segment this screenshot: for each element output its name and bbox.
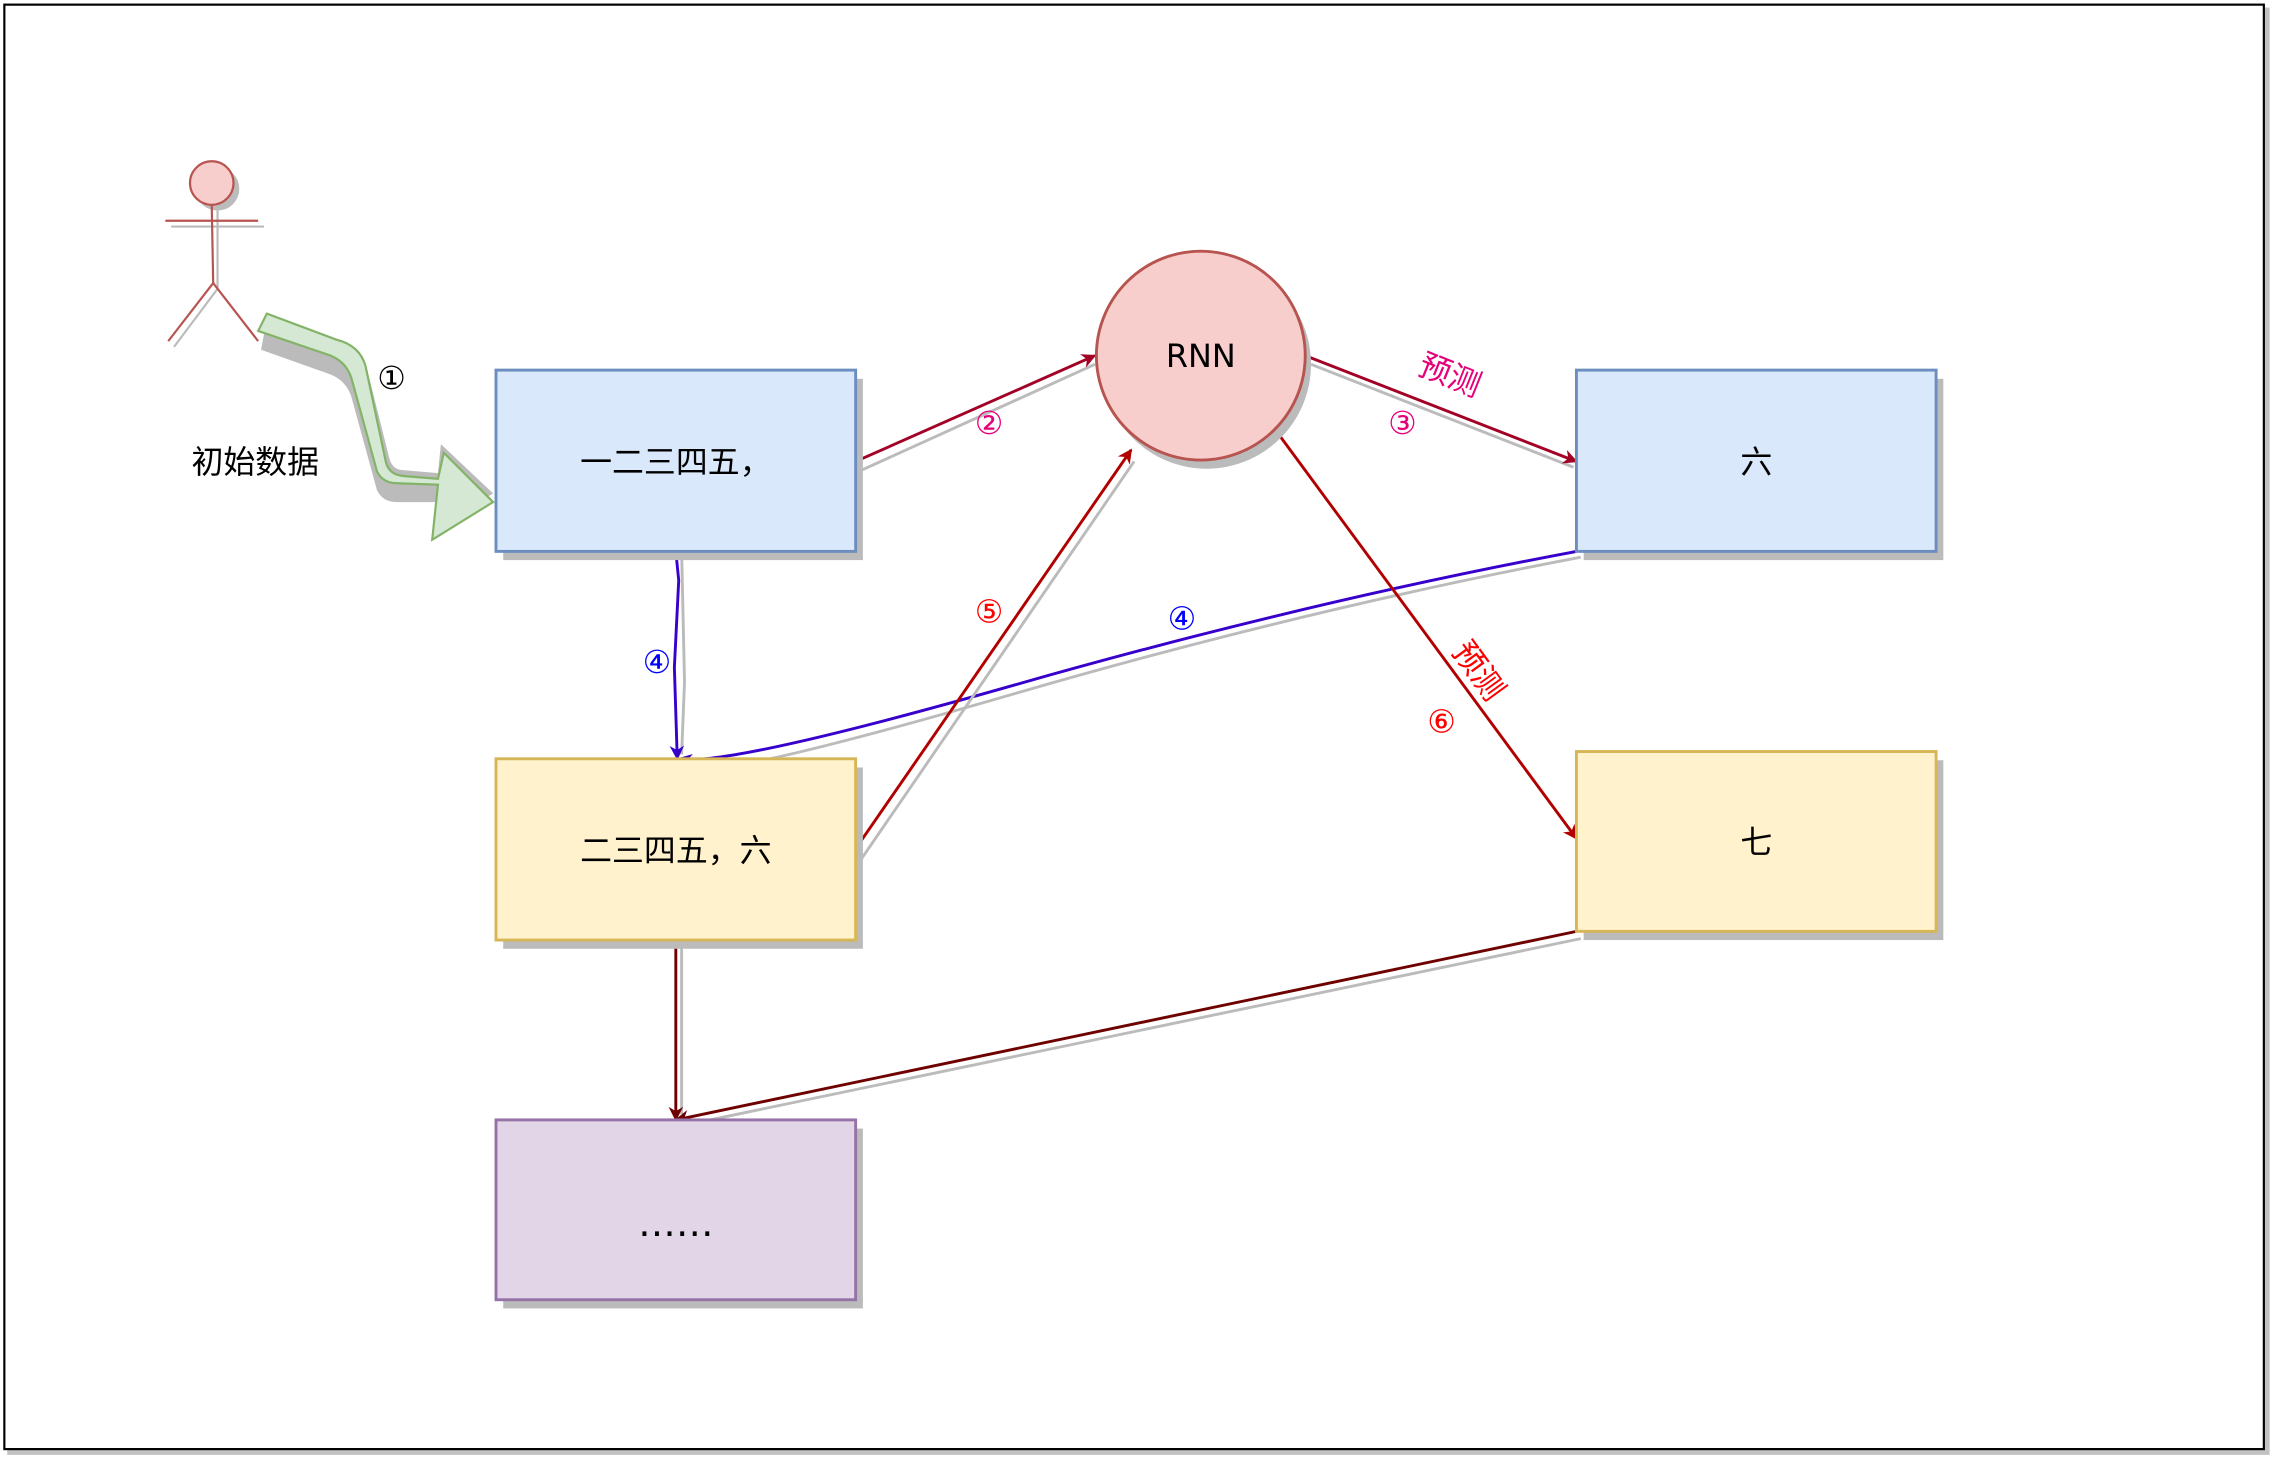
step-6-label: ⑥	[1427, 703, 1456, 741]
node-output-2-label: 七	[1740, 823, 1772, 861]
actor[interactable]	[165, 160, 264, 348]
step-2-label: ②	[975, 404, 1004, 442]
step-4-label-b: ④	[1168, 600, 1197, 638]
initial-data-arrow[interactable]	[256, 312, 495, 542]
node-input-1[interactable]: 一二三四五，	[494, 368, 863, 561]
edge-4-down[interactable]	[669, 551, 686, 761]
node-output-1[interactable]: 六	[1574, 368, 1944, 561]
node-rnn-label: RNN	[1166, 337, 1236, 375]
node-input-2[interactable]: 二三四五，六	[494, 757, 863, 949]
step-1-label: ①	[377, 359, 406, 397]
node-input-2-label: 二三四五，六	[580, 832, 771, 870]
node-output-1-label: 六	[1740, 443, 1772, 481]
step-5-label: ⑤	[975, 592, 1004, 630]
node-next-label: ……	[638, 1201, 713, 1245]
actor-label: 初始数据	[191, 443, 319, 481]
node-input-1-label: 一二三四五，	[580, 443, 771, 481]
node-next[interactable]: ……	[494, 1118, 863, 1309]
edge-next-down[interactable]	[668, 940, 684, 1122]
edge-2[interactable]	[855, 354, 1097, 472]
node-rnn[interactable]: RNN	[1094, 249, 1312, 469]
edge-5[interactable]	[854, 448, 1136, 860]
step-3-label: ③	[1388, 404, 1417, 442]
edge-next-diag[interactable]	[674, 929, 1582, 1125]
node-output-2[interactable]: 七	[1574, 750, 1944, 941]
edge-3[interactable]	[1304, 354, 1578, 469]
edge-6[interactable]	[1275, 430, 1578, 840]
page-border	[3, 3, 2265, 1451]
actor-head	[188, 160, 235, 206]
step-4-label-a: ④	[643, 643, 672, 681]
